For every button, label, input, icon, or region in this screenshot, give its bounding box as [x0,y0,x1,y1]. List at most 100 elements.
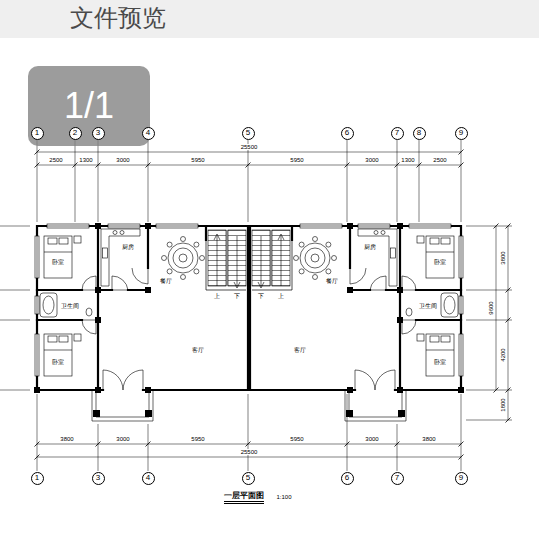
walls [37,226,206,390]
doors [82,276,96,290]
dimension: 3000 [115,157,130,163]
dimension: 9600 [488,300,494,315]
beds [44,252,72,253]
bathtub [40,293,57,317]
doors [112,276,128,290]
page-badge: 1/1 [28,66,150,146]
axis-number: 3 [96,129,100,137]
columns [145,410,152,417]
dimension: 2500 [432,157,447,163]
columns [145,223,151,229]
dimension-ticks [395,442,400,447]
dimension-ticks [506,418,511,423]
axis-bubble: 9 [455,472,468,485]
dimension-ticks [146,442,151,447]
dimension: 5950 [190,157,205,163]
axis-bubble: 7 [391,472,404,485]
dimension-ticks [417,163,422,168]
axis-number: 2 [73,129,77,137]
dining-table [194,242,199,247]
dimension-ticks [35,150,40,155]
dining-table [168,243,198,273]
porch [92,390,153,421]
room-name: 卧室 [51,359,65,365]
stairs [227,230,228,286]
dimension: 2500 [48,157,63,163]
room-name: 卧室 [433,259,447,265]
dimension: 3000 [364,157,379,163]
axis-lines [37,140,461,222]
windows [35,224,198,376]
beds [44,236,72,278]
dining-table [173,248,193,268]
kitchen-counter [120,231,124,235]
beds [44,350,72,351]
drawing-title: 一层平面图 [224,492,264,504]
stair-label: 下 [233,293,241,299]
dimension: 1300 [78,157,93,163]
axis-bubble: 6 [341,127,354,140]
dining-table [181,237,186,242]
beds [59,238,68,244]
axis-number: 7 [395,474,399,482]
axis-lines [0,226,30,390]
dimension-ticks [459,442,464,447]
porch [92,390,153,421]
dimension: 4200 [500,347,506,362]
axis-bubble: 9 [455,127,468,140]
beds [44,236,81,376]
dimension: 1300 [400,157,415,163]
windows [108,226,140,227]
dimension-ticks [494,388,499,393]
dimension-ticks [96,163,101,168]
axis-number: 8 [417,129,421,137]
dimension-ticks [506,288,511,293]
page-counter: 1/1 [64,88,114,124]
axis-bubble: 8 [413,127,426,140]
doors [123,370,143,390]
axis-bubble: 4 [142,472,155,485]
room-name: 餐厅 [159,278,173,284]
axis-bubble: 1 [31,472,44,485]
dimension-ticks [494,224,499,229]
windows [47,226,89,227]
bathtub [86,308,92,316]
dimension-ticks [246,163,251,168]
dimension-ticks [345,163,350,168]
stair-label: 上 [213,293,221,299]
dining-table [167,269,172,274]
axis-bubble: 5 [242,472,255,485]
dimension-ticks [96,442,101,447]
windows [108,224,140,228]
dimension: 5950 [289,157,304,163]
windows [35,296,39,314]
dimension-ticks [395,163,400,168]
axis-number: 5 [246,129,250,137]
dimension-ticks [35,150,511,460]
stair-label: 下 [257,293,265,299]
dimension: 25500 [240,144,259,150]
dining-table [200,256,205,261]
room-name: 卫生间 [418,303,438,309]
doors [82,268,148,390]
room-name: 卫生间 [60,303,80,309]
axis-lines [0,140,512,471]
scale: 1:100 [275,494,292,500]
axis-bubble: 2 [69,127,82,140]
stair-label: 上 [277,293,285,299]
axis-number: 6 [345,474,349,482]
dimension-ticks [506,224,511,229]
dimension-ticks [345,442,350,447]
building-half-mirror [250,223,464,421]
doors [82,320,96,334]
axis-number: 4 [146,474,150,482]
walls [37,226,248,390]
axis-number: 4 [146,129,150,137]
dimension-ticks [459,163,464,168]
dimension: 3800 [421,436,436,442]
page-title: 文件预览 [70,6,166,30]
axis-lines [37,152,508,457]
axis-number: 1 [35,474,39,482]
room-name: 客厅 [191,347,205,353]
